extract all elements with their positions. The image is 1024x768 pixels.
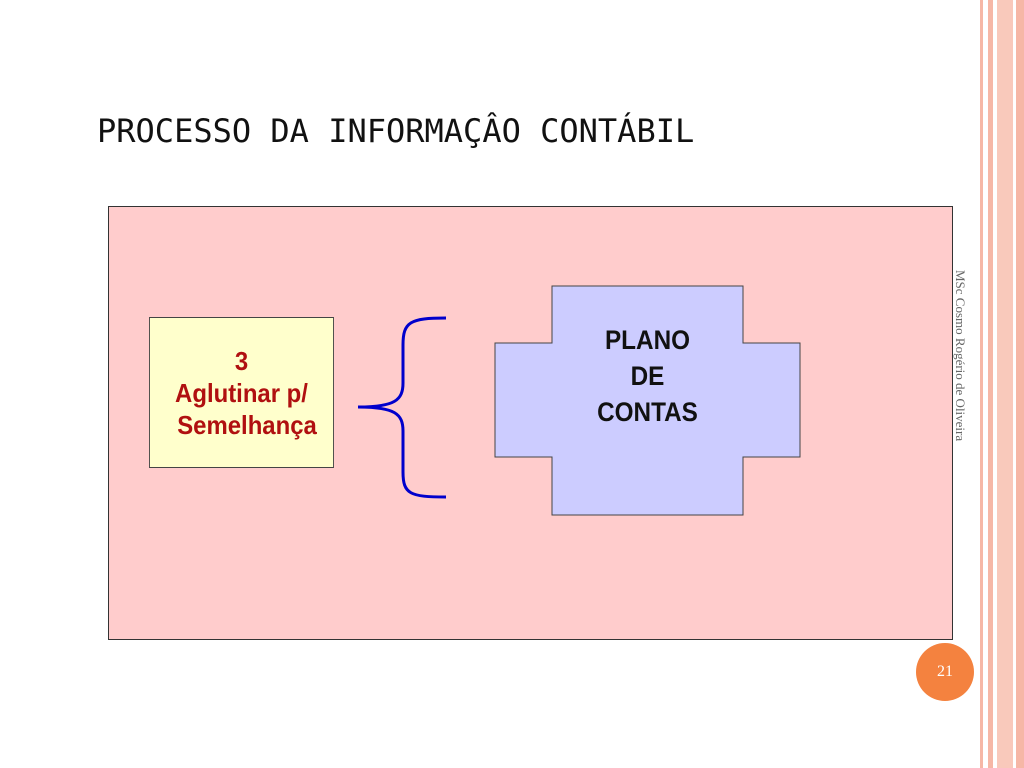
decor-stripe xyxy=(980,0,983,768)
decor-stripe xyxy=(988,0,993,768)
cross-label-line1: PLANO xyxy=(604,325,691,355)
step-label-line2: Semelhança xyxy=(177,409,317,440)
decor-stripe xyxy=(997,0,1013,768)
author-credit: MSc Cosmo Rogério de Oliveira xyxy=(953,270,968,442)
cross-label-line2: DE xyxy=(630,361,665,391)
step-3-box: 3 Aglutinar p/ Semelhança xyxy=(149,317,334,468)
step-label-line1: Aglutinar p/ xyxy=(175,377,308,408)
decor-stripe xyxy=(1016,0,1024,768)
step-number: 3 xyxy=(234,345,249,376)
page-number-badge: 21 xyxy=(916,643,974,701)
cross-label-line3: CONTAS xyxy=(597,397,698,427)
plano-de-contas-cross-shape xyxy=(494,285,801,516)
grouping-brace xyxy=(357,316,447,499)
plano-de-contas-label: PLANO DE CONTAS xyxy=(562,322,734,430)
slide-title: PROCESSO DA INFORMAÇÂO CONTÁBIL xyxy=(97,112,695,150)
